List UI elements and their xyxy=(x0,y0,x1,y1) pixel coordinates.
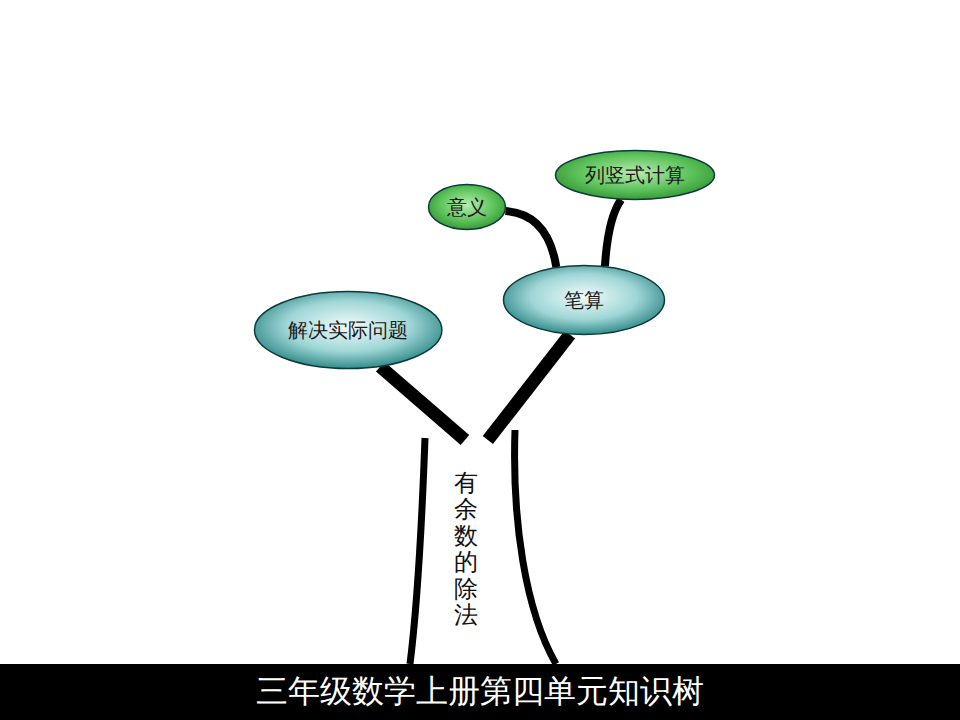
branch-line xyxy=(380,367,465,440)
node-label: 笔算 xyxy=(564,287,604,314)
trunk-left xyxy=(410,438,425,664)
trunk-right xyxy=(515,430,556,664)
title-band: 三年级数学上册第四单元知识树 xyxy=(0,664,960,720)
leaf-ellipse: 列竖式计算 xyxy=(554,149,716,201)
branch-line xyxy=(488,334,570,440)
title-text: 三年级数学上册第四单元知识树 xyxy=(256,670,704,714)
node-label: 意义 xyxy=(447,194,487,221)
node-label: 列竖式计算 xyxy=(585,162,685,189)
leaf-ellipse: 意义 xyxy=(427,183,507,231)
trunk-node: 有余数的除法 xyxy=(440,440,492,640)
branch-ellipse: 解决实际问题 xyxy=(253,290,443,370)
node-label: 解决实际问题 xyxy=(288,317,408,344)
trunk-label: 有余数的除法 xyxy=(454,470,478,628)
branch-line xyxy=(605,200,621,267)
branch-line xyxy=(505,211,556,267)
branch-ellipse: 笔算 xyxy=(502,264,666,336)
